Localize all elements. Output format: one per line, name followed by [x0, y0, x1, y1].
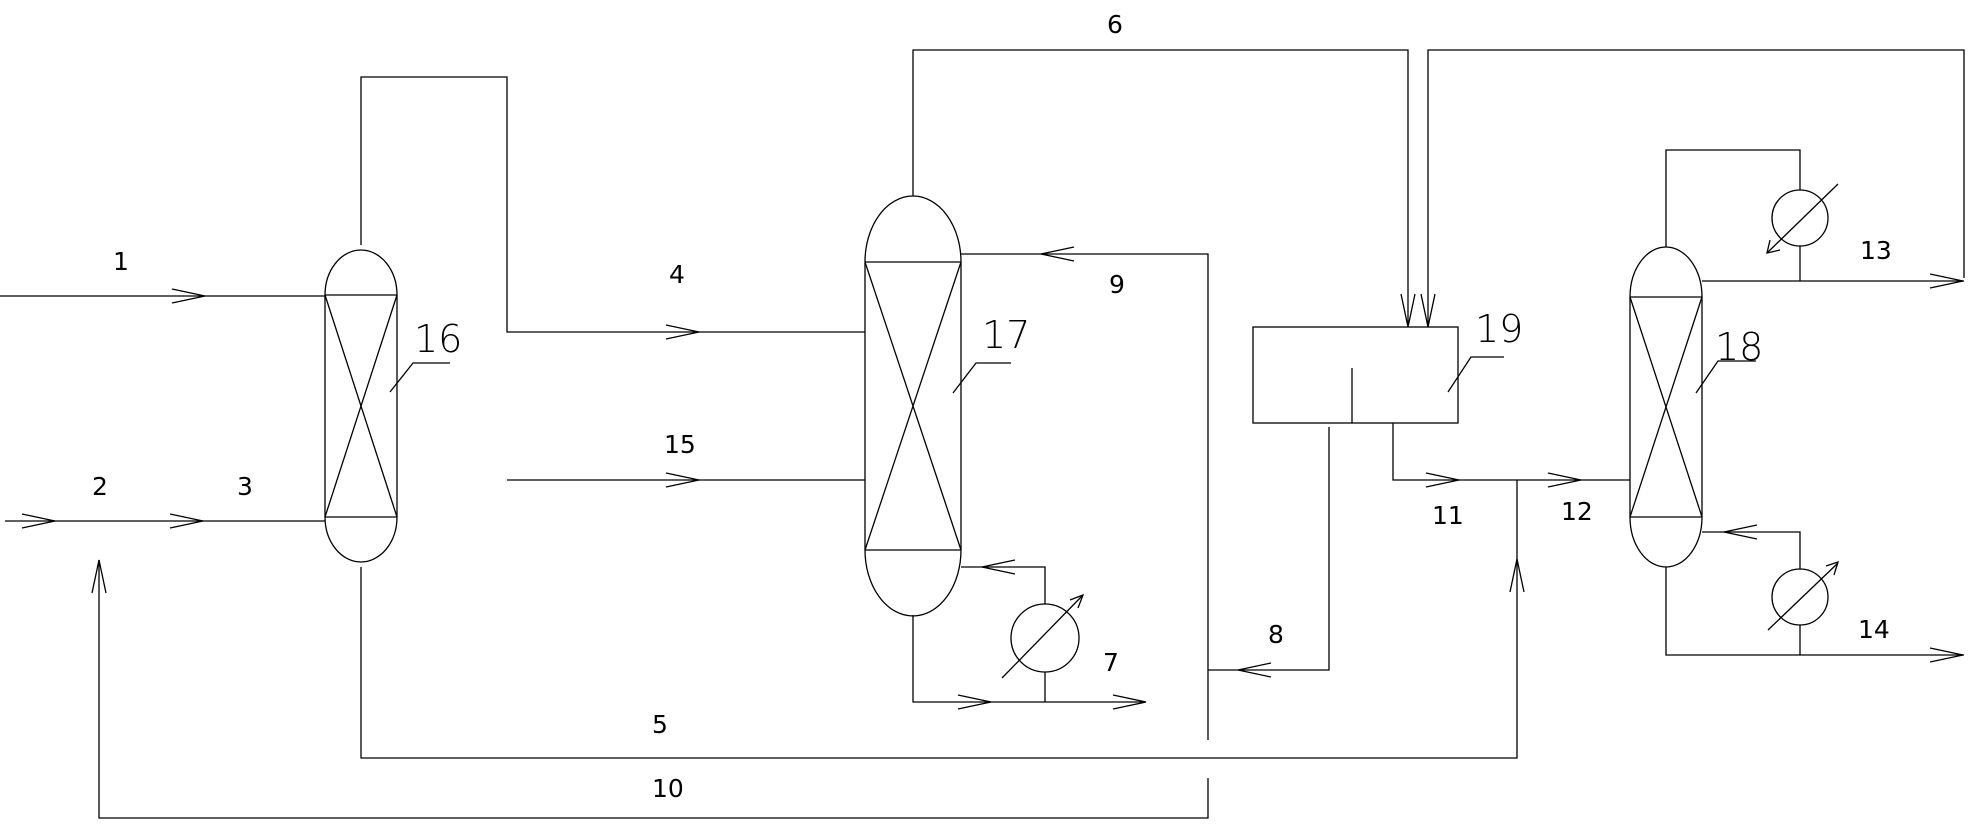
label-equipment-19: 19	[1475, 307, 1523, 351]
label-stream-1: 1	[113, 247, 129, 276]
label-stream-15: 15	[664, 430, 696, 459]
label-stream-14: 14	[1858, 615, 1890, 644]
arrowheads	[21, 246, 1964, 710]
label-stream-10: 10	[652, 774, 684, 803]
arrow-stream-14	[1929, 647, 1964, 663]
label-equipment-16: 16	[414, 317, 462, 361]
arrow-stream-4	[665, 324, 700, 340]
reboiler-18-icon	[1767, 560, 1839, 631]
label-stream-12: 12	[1561, 497, 1593, 526]
arrow-stream-10	[91, 559, 107, 594]
label-stream-5: 5	[652, 710, 668, 739]
label-stream-13: 13	[1860, 236, 1892, 265]
column-18	[1629, 246, 1756, 568]
label-stream-6: 6	[1107, 10, 1123, 39]
arrow-stream-11	[1425, 472, 1460, 488]
label-stream-9: 9	[1109, 270, 1125, 299]
arrow-stream-3	[169, 513, 204, 529]
decanter-19	[1252, 326, 1504, 424]
column-16	[324, 249, 450, 563]
arrow-stream-2	[21, 513, 56, 529]
arrow-stream-13	[1929, 273, 1964, 289]
label-equipment-17: 17	[982, 313, 1030, 357]
stream-labels: 1 2 3 4 5 6 7 8 9 10 11 12 13 14 15	[92, 10, 1892, 803]
stream-lines	[0, 49, 1965, 819]
arrow-stream-12	[1547, 472, 1582, 488]
column-17	[864, 195, 1011, 617]
label-equipment-18: 18	[1715, 325, 1763, 369]
equipment-labels: 16 17 18 19	[414, 307, 1763, 369]
arrow-stream-15	[665, 472, 700, 488]
arrow-reboil-17	[981, 559, 1016, 575]
arrow-stream-5-up	[1509, 558, 1525, 593]
condenser-18-icon	[1766, 183, 1839, 254]
label-stream-8: 8	[1268, 620, 1284, 649]
arrow-bottoms-17	[957, 694, 992, 710]
reboiler-17-icon	[1001, 593, 1085, 679]
arrow-stream-7	[1112, 694, 1147, 710]
arrow-stream-9	[1040, 246, 1075, 262]
label-stream-3: 3	[237, 472, 253, 501]
label-stream-11: 11	[1432, 501, 1464, 530]
label-stream-4: 4	[669, 260, 685, 289]
arrow-stream-6	[1400, 293, 1416, 328]
label-stream-7: 7	[1103, 648, 1119, 677]
arrow-stream-8	[1237, 662, 1272, 678]
arrow-stream-13-return	[1420, 293, 1436, 328]
arrow-stream-1	[171, 288, 206, 304]
label-stream-2: 2	[92, 472, 108, 501]
arrow-reboil-18	[1723, 524, 1758, 540]
